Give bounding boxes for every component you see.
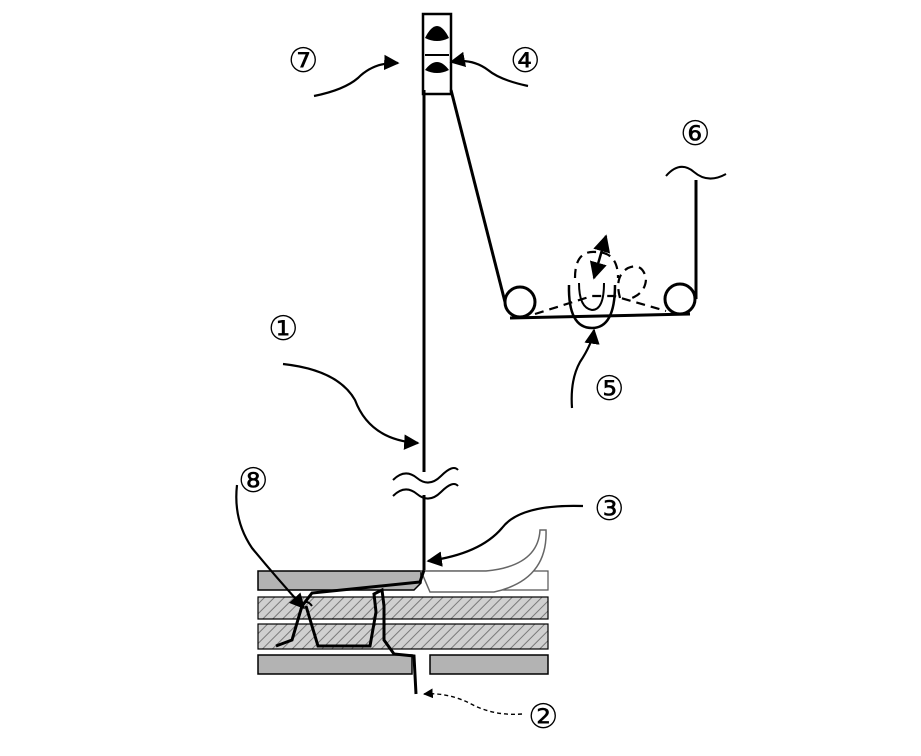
- dashed-thread-path: [534, 294, 667, 316]
- leader-5: [570, 328, 600, 409]
- callout-1: ①: [268, 309, 298, 349]
- stitch-thread: [275, 569, 426, 695]
- leader-8: [235, 484, 306, 610]
- lower-guide-slot: [425, 62, 449, 73]
- callout-8: ⑧: [238, 461, 268, 501]
- callout-4: ④: [510, 41, 540, 81]
- diagonal-thread: [449, 89, 507, 303]
- callout-2: ②: [528, 697, 558, 737]
- callout-3: ③: [594, 489, 624, 529]
- callout-5: ⑤: [594, 369, 624, 409]
- upper-guide-slot: [425, 26, 449, 41]
- callout-6: ⑥: [680, 114, 710, 154]
- top-guide: [421, 12, 453, 96]
- bottom-thread: [509, 312, 691, 320]
- leader-1: [282, 362, 420, 450]
- right-pulley: [663, 282, 697, 316]
- leader-4: [449, 51, 529, 88]
- leader-7: [313, 54, 400, 98]
- plate-assembly: [257, 529, 549, 675]
- break-mark: [392, 467, 459, 500]
- callout-7: ⑦: [288, 41, 318, 81]
- presser-foot: [419, 529, 547, 593]
- left-pulley: [503, 285, 537, 319]
- tension-device: [567, 234, 648, 330]
- leader-3: [426, 504, 584, 567]
- leader-2: [423, 688, 523, 716]
- thread-continuation-wave: [665, 165, 727, 180]
